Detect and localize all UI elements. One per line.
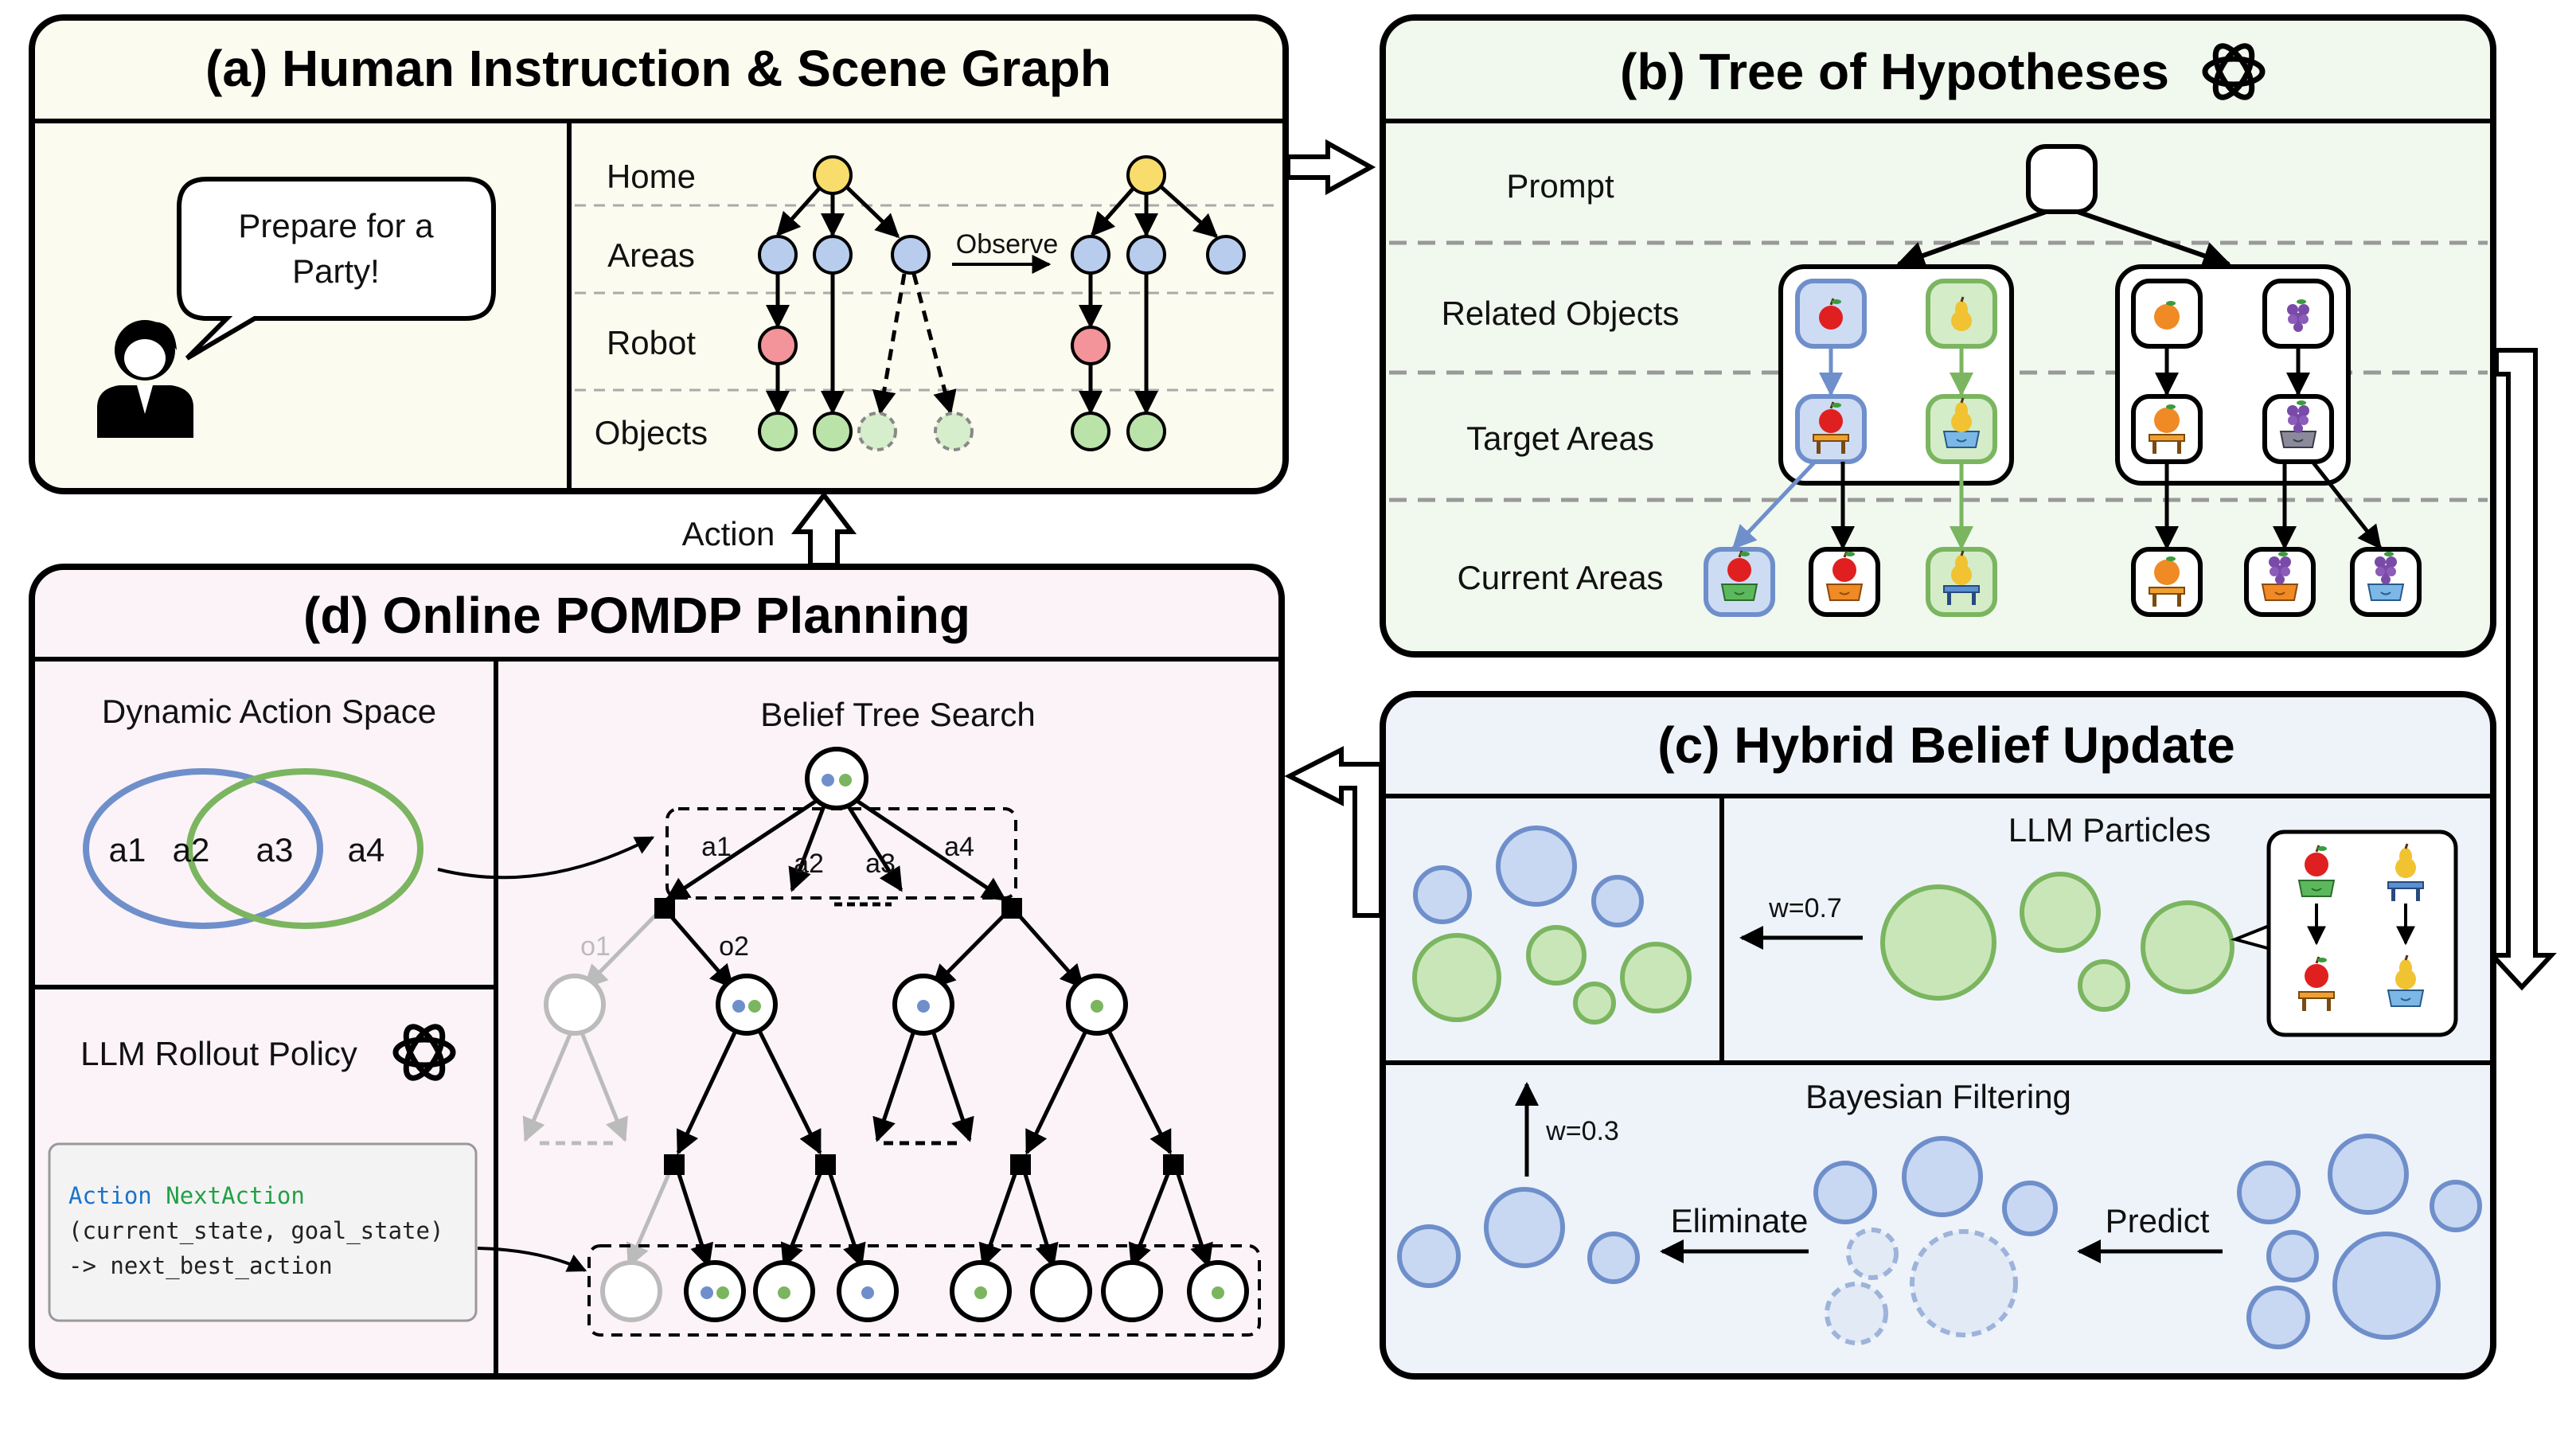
action-node [1001,898,1022,919]
action-node [1010,1154,1031,1175]
panel-c: (c) Hybrid Belief Update LLM Particles w… [1380,691,2496,1380]
arrow-b-to-c [2487,348,2557,991]
arrow-c-to-d [1284,746,1384,918]
obs-o2: o2 [719,931,749,962]
code-return: -> next_best_action [68,1252,333,1280]
svg-text:Action NextAction: Action NextAction [68,1182,305,1209]
row-objects: Objects [595,414,708,451]
branch-a2: a2 [794,849,824,879]
code-args: (current_state, goal_state) [68,1217,443,1245]
prompt-node [2026,144,2098,214]
row-related-objects: Related Objects [1442,295,1680,332]
w-llm-label: w=0.7 [1768,893,1842,923]
prior-particles [2237,1134,2482,1349]
branch-a1: a1 [701,832,732,862]
panel-d-title: (d) Online POMDP Planning [303,587,970,644]
action-label: Action [682,515,775,552]
action-node [654,898,675,919]
obs-o1: o1 [580,931,611,962]
panel-c-title: (c) Hybrid Belief Update [1657,716,2234,774]
branch-a4: a4 [944,832,974,862]
speech-bubble: Prepare for a Party! [177,177,496,361]
action-a3: a3 [256,831,294,868]
observe-label: Observe [956,229,1059,260]
belief-root-node [805,747,868,810]
w-bayes-label: w=0.3 [1545,1116,1619,1146]
row-target-areas: Target Areas [1466,420,1654,457]
action-a1: a1 [109,831,146,868]
action-node [664,1154,685,1175]
predicted-particles [1813,1136,2058,1345]
action-node [1163,1154,1184,1175]
action-set-task [186,768,423,929]
merged-particles [1412,826,1692,1025]
bayesian-label: Bayesian Filtering [1805,1078,2071,1115]
panel-a-frame [29,14,1289,494]
scene-nodes-before [758,155,974,451]
belief-tree [522,796,1213,1268]
branch-a3: a3 [865,849,896,879]
action-node [815,1154,836,1175]
action-set-llm [83,768,323,929]
person-icon [97,320,193,438]
bts-label: Belief Tree Search [760,696,1036,733]
action-a2: a2 [173,831,210,868]
llm-particles-label: LLM Particles [2008,811,2211,849]
eliminate-label: Eliminate [1671,1202,1809,1239]
code-function: NextAction [166,1182,305,1209]
belief-node [1066,974,1128,1036]
scene-nodes-after [1071,155,1246,451]
code-box [48,1142,478,1322]
panel-b: (b) Tree of Hypotheses Prompt Related Ob… [1380,14,2496,658]
row-robot: Robot [607,324,696,361]
panel-a: (a) Human Instruction & Scene Graph Prep… [29,14,1289,494]
row-areas: Areas [607,236,695,274]
llm-hypothesis-card [2266,829,2458,1037]
speech-line-2: Party! [292,252,380,290]
speech-line-1: Prepare for a [238,207,434,244]
belief-node [892,974,954,1036]
panel-d: (d) Online POMDP Planning Dynamic Action… [29,564,1285,1380]
row-prompt: Prompt [1506,167,1614,205]
belief-node [716,974,778,1036]
panel-c-frame [1380,691,2496,1380]
row-home: Home [607,158,696,195]
filtered-particles [1397,1187,1640,1288]
llm-particle-circles [1880,872,2234,1012]
rollout-label: LLM Rollout Policy [80,1035,357,1072]
das-label: Dynamic Action Space [102,693,436,730]
arrow-a-to-b [1286,139,1376,196]
pruned-belief-node [544,974,606,1036]
row-current-areas: Current Areas [1457,559,1663,596]
leaf-belief-dots [701,1286,1224,1299]
action-a4: a4 [348,831,385,868]
arrow-d-to-a [790,491,857,568]
code-keyword: Action [68,1182,152,1209]
panel-b-title: (b) Tree of Hypotheses [1620,43,2169,100]
panel-a-title: (a) Human Instruction & Scene Graph [205,40,1111,97]
predict-label: Predict [2106,1202,2210,1239]
leaf-rollout-box [587,1244,1261,1337]
